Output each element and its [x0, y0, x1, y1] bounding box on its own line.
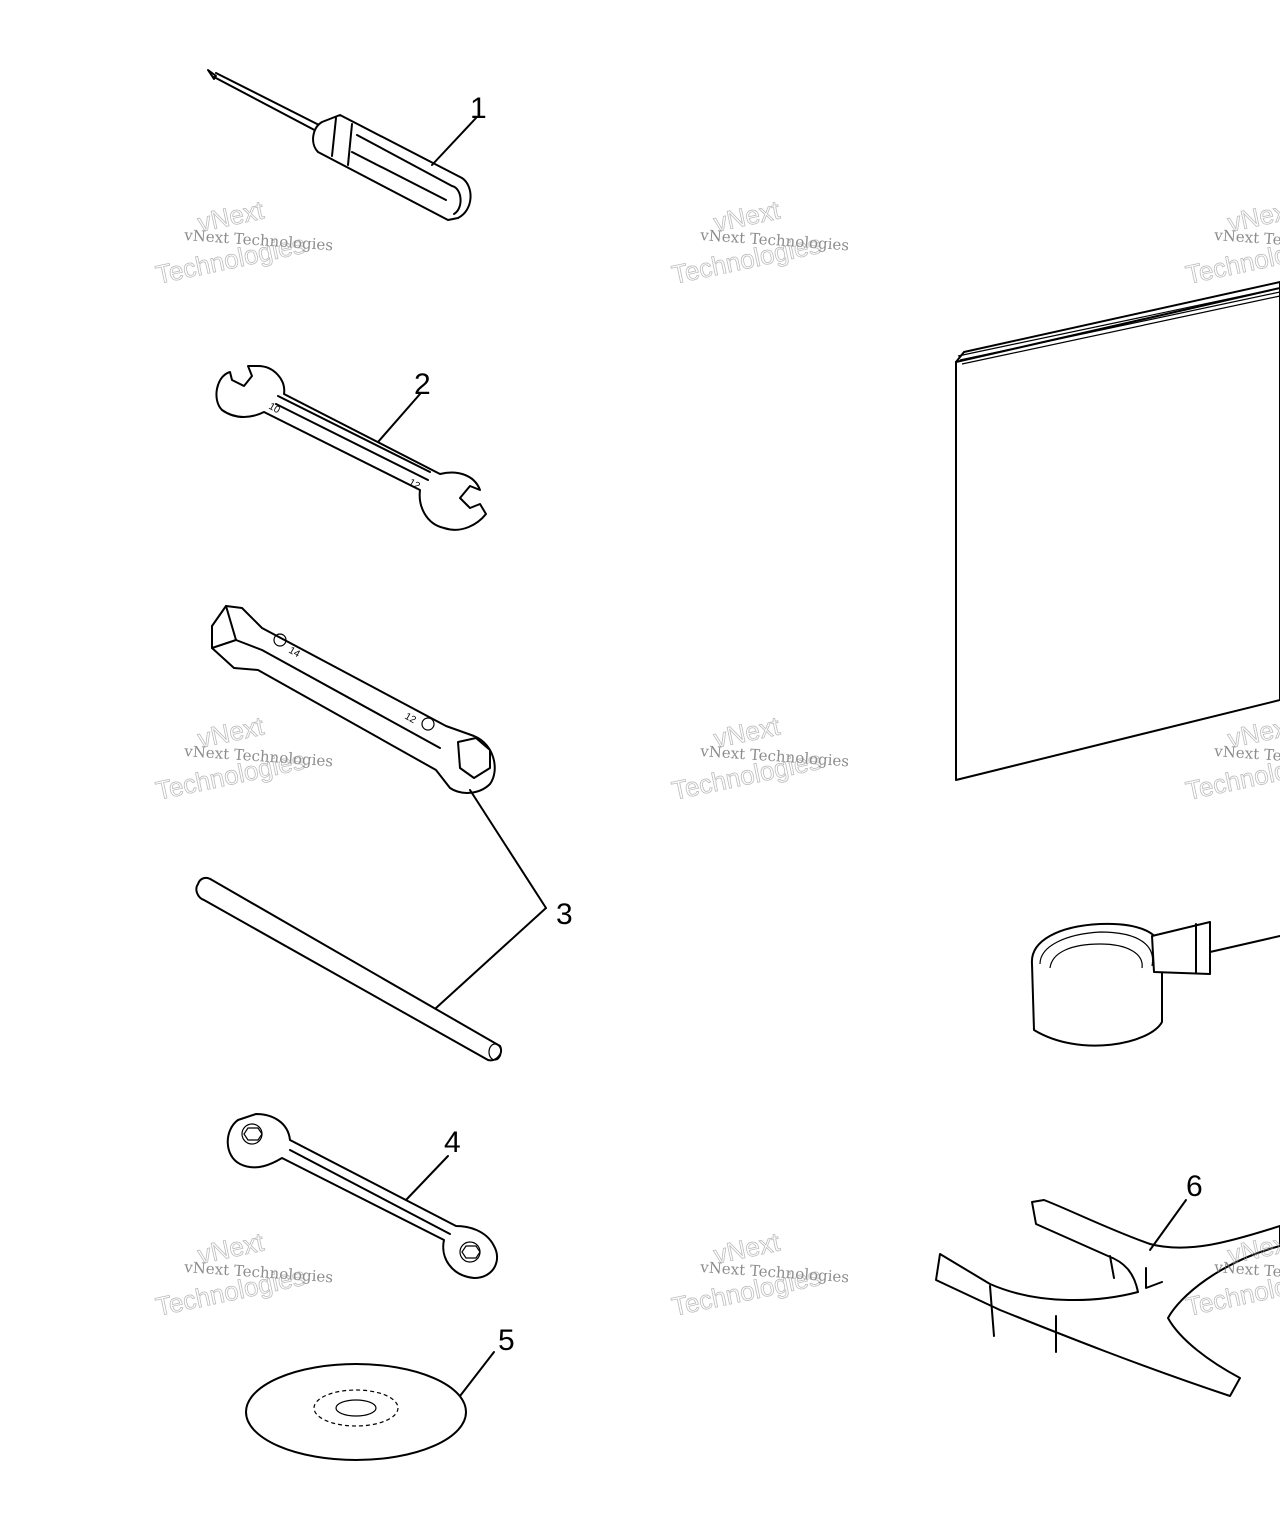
- socket-wrench-part: [211, 605, 547, 909]
- callout-5: 5: [498, 1324, 515, 1357]
- callout-3: 3: [556, 898, 573, 931]
- callout-1: 1: [470, 92, 487, 125]
- ring-spanner-part: [226, 1113, 499, 1279]
- disc-part: [245, 1351, 495, 1461]
- marking-socket-14: 14: [287, 645, 303, 660]
- callout-6: 6: [1186, 1170, 1203, 1203]
- marking-wrench-12: 12: [407, 477, 423, 492]
- marking-socket-12: 12: [403, 711, 419, 726]
- callout-2: 2: [414, 368, 431, 401]
- tape-roll-part: [1030, 921, 1280, 1047]
- holder-part: [935, 1199, 1280, 1397]
- tommy-bar-part: [195, 876, 547, 1062]
- screwdriver-part: [207, 69, 477, 221]
- manual-part: [955, 281, 1280, 781]
- marking-wrench-10: 10: [267, 401, 283, 416]
- open-end-wrench-part: [215, 365, 487, 531]
- callout-4: 4: [444, 1126, 461, 1159]
